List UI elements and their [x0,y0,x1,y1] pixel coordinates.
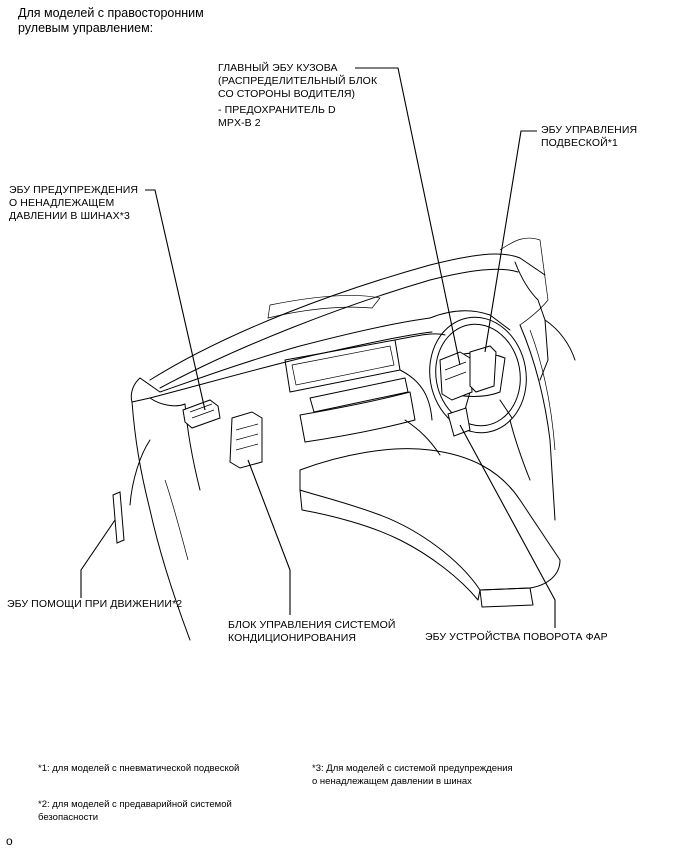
leader-tire-pressure-ecu [145,189,206,411]
label-ac-control: БЛОК УПРАВЛЕНИЯ СИСТЕМОЙ КОНДИЦИОНИРОВАН… [228,619,396,644]
ac-control-shape [229,411,263,469]
leader-ac-control [247,459,291,615]
footnote-2: *2: для моделей с предаварийной системой… [38,799,232,823]
headlight-swivel-ecu-shape [447,407,471,437]
diagram-heading: Для моделей с правосторонним рулевым упр… [18,6,204,35]
label-fuse: - ПРЕДОХРАНИТЕЛЬ D MPX-B 2 [218,104,336,129]
label-driving-support-ecu: ЭБУ ПОМОЩИ ПРИ ДВИЖЕНИИ*2 [7,598,183,610]
suspension-ecu-shape [469,345,497,393]
leader-suspension-ecu [484,130,537,353]
windshield-outline [149,253,546,381]
tire-pressure-ecu-shape [182,399,221,429]
steering-wheel [429,316,527,434]
leader-headlight-swivel-ecu [459,424,556,628]
center-console [299,448,561,591]
label-main-body-ecu: ГЛАВНЫЙ ЭБУ КУЗОВА (РАСПРЕДЕЛИТЕЛЬНЫЙ БЛ… [218,62,378,100]
main-body-ecu-shape [439,351,473,401]
leader-driving-support-ecu [80,519,116,598]
label-suspension-ecu: ЭБУ УПРАВЛЕНИЯ ПОДВЕСКОЙ*1 [541,124,638,149]
footnote-1: *1: для моделей с пневматической подвеск… [38,763,240,774]
dashboard-outline [139,317,431,393]
footnote-3: *3: Для моделей с системой предупреждени… [312,763,513,787]
corner-mark: o [6,834,13,848]
label-tire-pressure-ecu: ЭБУ ПРЕДУПРЕЖДЕНИЯ О НЕНАДЛЕЖАЩЕМ ДАВЛЕН… [9,184,139,222]
leader-main-body-ecu [355,67,461,366]
driving-support-ecu-shape [112,491,125,544]
label-headlight-swivel-ecu: ЭБУ УСТРОЙСТВА ПОВОРОТА ФАР [425,631,608,643]
